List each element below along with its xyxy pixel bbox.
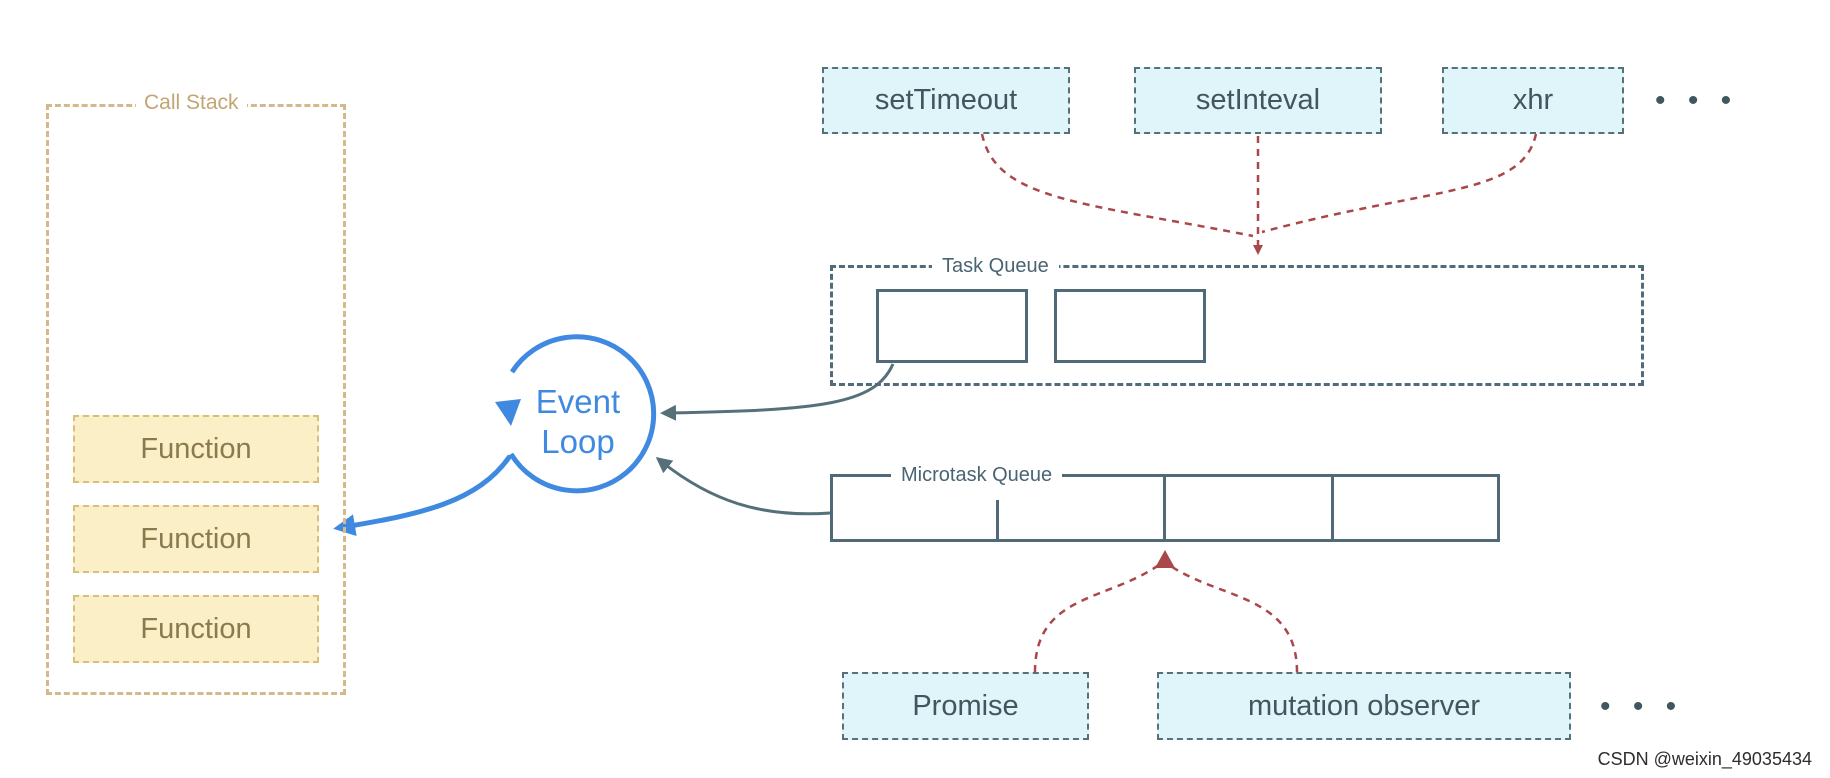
settimeout-box: setTimeout	[822, 67, 1070, 134]
setinteval-box: setInteval	[1134, 67, 1382, 134]
event-loop-to-stack-arrow	[333, 454, 513, 537]
event-loop-label-line2: Loop	[541, 423, 615, 460]
microtask-queue-to-event-loop-arrow	[655, 457, 831, 516]
microtask-arrowhead-icon	[1155, 550, 1175, 568]
microtask-sources-ellipsis: • • •	[1600, 690, 1684, 723]
call-stack-function-2: Function	[73, 505, 319, 573]
microtask-queue-divider	[996, 500, 999, 542]
xhr-box: xhr	[1442, 67, 1624, 134]
event-loop-label: Event Loop	[508, 382, 648, 462]
mutation-observer-box: mutation observer	[1157, 672, 1571, 740]
task-queue-label: Task Queue	[932, 251, 1059, 281]
promise-box: Promise	[842, 672, 1089, 740]
event-loop-label-line1: Event	[535, 383, 621, 420]
csdn-credit: CSDN @weixin_49035434	[1593, 748, 1816, 770]
settimeout-to-task-queue-arrow	[980, 133, 1254, 238]
call-stack-function-3: Function	[73, 595, 319, 663]
task-queue-slot	[1054, 289, 1206, 363]
xhr-to-task-queue-arrow	[1261, 133, 1538, 234]
microtask-queue-label: Microtask Queue	[891, 460, 1063, 490]
task-queue-frame	[830, 265, 1644, 386]
microtask-queue-divider	[1163, 474, 1166, 542]
task-sources-ellipsis: • • •	[1655, 84, 1739, 117]
microtask-queue-divider	[1331, 474, 1334, 542]
promise-to-microtask-arrow	[1033, 561, 1164, 673]
task-queue-slot	[876, 289, 1028, 363]
mutation-to-microtask-arrow	[1164, 561, 1299, 673]
call-stack-function-1: Function	[73, 415, 319, 483]
call-stack-label: Call Stack	[136, 88, 247, 118]
